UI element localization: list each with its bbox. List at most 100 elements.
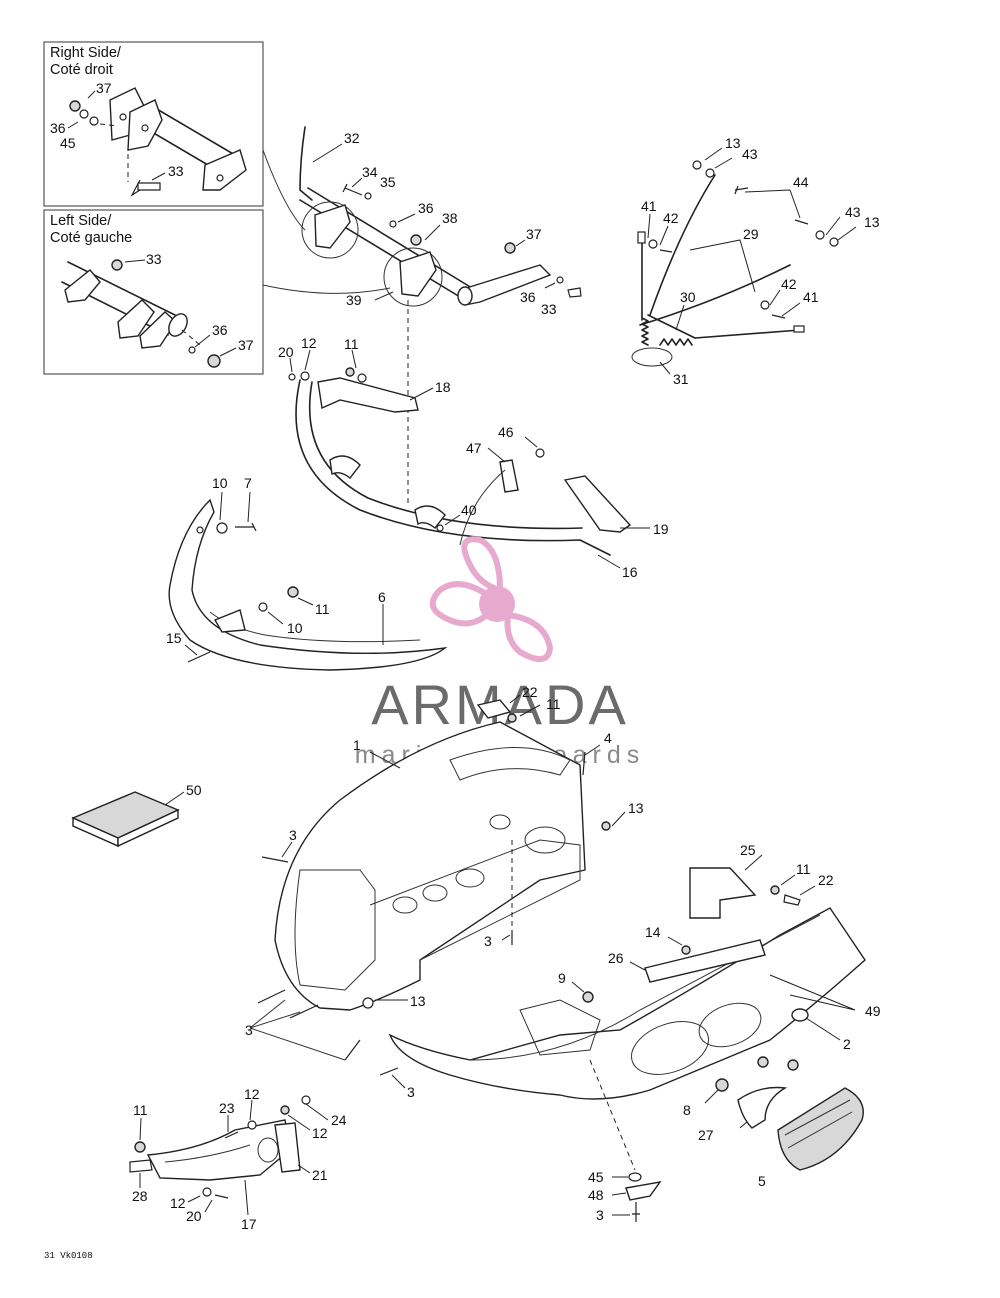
side-pan-assembly: 25 11 22 14 26 9 49 2 3 8 27 5 xyxy=(379,842,881,1189)
bumper-assembly: 10 7 11 10 6 15 xyxy=(166,475,448,671)
callout-36: 36 xyxy=(520,289,536,305)
callout-3: 3 xyxy=(484,933,492,949)
callout-12: 12 xyxy=(312,1125,328,1141)
callout-40: 40 xyxy=(461,502,477,518)
washer-icon xyxy=(188,346,196,354)
spring-icon xyxy=(641,317,649,346)
bracket-right-3 xyxy=(202,149,247,191)
callout-36: 36 xyxy=(212,322,228,338)
bottom-pan-assembly: 22 11 1 4 13 3 3 13 3 xyxy=(245,684,644,1061)
callout-4: 4 xyxy=(604,730,612,746)
frame-16-outer xyxy=(295,379,611,556)
bumper-6 xyxy=(168,498,448,671)
callout-34: 34 xyxy=(362,164,378,180)
callout-46: 46 xyxy=(498,424,514,440)
callout-42: 42 xyxy=(663,210,679,226)
bottom-pan-1 xyxy=(274,721,586,1011)
shield-25 xyxy=(689,867,757,919)
front-frame-assembly: 20 12 11 18 46 47 40 19 16 xyxy=(278,335,669,580)
screw-icon xyxy=(224,1131,239,1139)
bracket-17-assembly: 11 23 12 24 12 21 28 12 20 17 xyxy=(129,1086,347,1232)
washer-icon xyxy=(79,109,89,119)
inset-right-title-1: Right Side/ xyxy=(50,45,122,61)
detail-circle xyxy=(301,201,359,259)
screw-icon xyxy=(632,1202,640,1222)
pad-50: 50 xyxy=(71,782,202,848)
callout-26: 26 xyxy=(608,950,624,966)
callout-50: 50 xyxy=(186,782,202,798)
drawing-code: 31 Vk0108 xyxy=(44,1251,93,1261)
bracket-left-2 xyxy=(117,299,155,339)
callout-12: 12 xyxy=(244,1086,260,1102)
callout-14: 14 xyxy=(645,924,661,940)
callout-29: 29 xyxy=(743,226,759,242)
cable-29a xyxy=(649,174,716,316)
callout-3: 3 xyxy=(407,1084,415,1100)
callout-31: 31 xyxy=(673,371,689,387)
inset-left-frame xyxy=(43,209,264,375)
callout-16: 16 xyxy=(622,564,638,580)
bracket-left-1 xyxy=(64,269,101,303)
shield-27 xyxy=(737,1086,788,1129)
ring-31 xyxy=(631,347,673,367)
callout-48: 48 xyxy=(588,1187,604,1203)
callout-13: 13 xyxy=(725,135,741,151)
clip-47 xyxy=(499,459,519,493)
callout-37: 37 xyxy=(96,80,112,96)
inset-left-side: Left Side/ Coté gauche 33 36 37 xyxy=(43,209,264,375)
callout-13: 13 xyxy=(628,800,644,816)
bolt-icon xyxy=(235,522,257,532)
callout-11: 11 xyxy=(546,696,561,712)
nut-icon xyxy=(410,234,422,246)
callout-35: 35 xyxy=(380,174,396,190)
callout-7: 7 xyxy=(244,475,252,491)
callout-10: 10 xyxy=(287,620,303,636)
callout-30: 30 xyxy=(680,289,696,305)
callout-41: 41 xyxy=(803,289,819,305)
callout-11: 11 xyxy=(133,1102,148,1118)
clip-28 xyxy=(129,1159,153,1173)
cable-32 xyxy=(299,126,313,201)
callout-15: 15 xyxy=(166,630,182,646)
callout-33: 33 xyxy=(168,163,184,179)
callout-45: 45 xyxy=(60,135,76,151)
callout-2: 2 xyxy=(843,1036,851,1052)
spring-cable-assembly: 13 43 44 41 42 29 43 13 30 42 41 31 xyxy=(631,135,880,387)
spring-icon xyxy=(659,338,693,346)
washer-icon xyxy=(89,116,99,126)
bolt-icon xyxy=(130,179,161,197)
propeller-hub-icon xyxy=(479,586,515,622)
callout-8: 8 xyxy=(683,1102,691,1118)
callout-23: 23 xyxy=(219,1100,235,1116)
inset-left-title-2: Coté gauche xyxy=(50,230,132,246)
strip-26 xyxy=(644,939,766,983)
callout-41: 41 xyxy=(641,198,657,214)
callout-11: 11 xyxy=(796,861,811,877)
callout-11: 11 xyxy=(315,601,330,617)
callout-28: 28 xyxy=(132,1188,148,1204)
arm xyxy=(459,264,552,306)
callout-27: 27 xyxy=(698,1127,714,1143)
bracket-48 xyxy=(625,1181,662,1201)
bracket-19 xyxy=(563,475,632,533)
bolt-icon xyxy=(342,183,363,196)
callout-13: 13 xyxy=(864,214,880,230)
detail-circle xyxy=(383,247,443,307)
propeller-blade xyxy=(504,611,554,662)
callout-49: 49 xyxy=(865,1003,881,1019)
callout-22: 22 xyxy=(522,684,538,700)
cable-29b xyxy=(639,264,791,326)
callout-3: 3 xyxy=(289,827,297,843)
cover-5 xyxy=(777,1087,864,1171)
screw-icon xyxy=(187,651,211,663)
callout-13: 13 xyxy=(410,993,426,1009)
screw-icon xyxy=(261,856,289,863)
inset-right-side: Right Side/ Coté droit 37 36 45 33 xyxy=(43,41,264,207)
callout-25: 25 xyxy=(740,842,756,858)
nut-icon xyxy=(69,100,81,112)
callout-5: 5 xyxy=(758,1173,766,1189)
bolt-icon xyxy=(567,287,582,298)
callout-39: 39 xyxy=(346,292,362,308)
nut-icon xyxy=(715,1078,729,1092)
